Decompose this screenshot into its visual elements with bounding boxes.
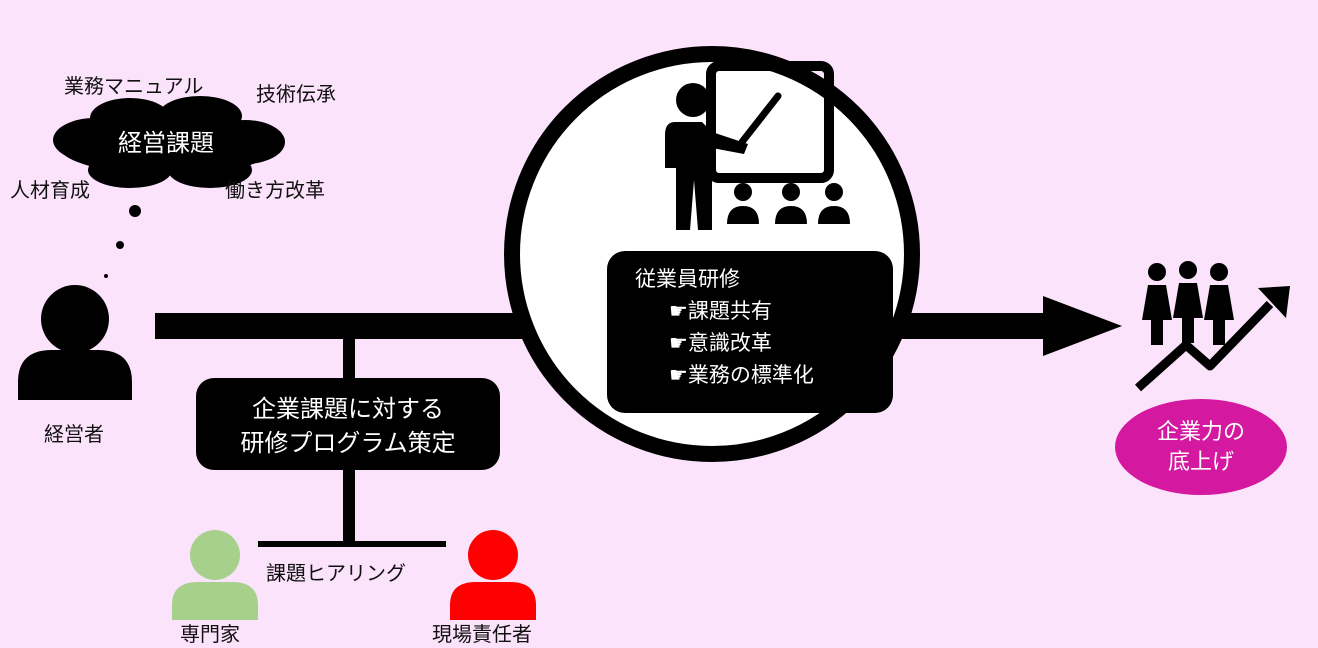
- site-lead-label: 現場責任者: [432, 622, 532, 646]
- manager-label: 経営者: [44, 422, 104, 446]
- cloud-shape: [53, 96, 285, 188]
- growth-people-icon: [1142, 261, 1234, 345]
- topic-manual: 業務マニュアル: [64, 74, 204, 98]
- topic-hr-development: 人材育成: [10, 178, 90, 202]
- thought-dot-small: [104, 274, 108, 278]
- result-badge-text: 企業力の 底上げ: [1115, 418, 1287, 478]
- training-item-standardization: ☛業務の標準化: [669, 363, 814, 387]
- audience-icon: [727, 183, 850, 224]
- result-line-2: 底上げ: [1167, 450, 1234, 475]
- training-item-sharing: ☛課題共有: [669, 299, 772, 323]
- hearing-line: [258, 541, 446, 547]
- site-lead-person-icon: [450, 530, 536, 620]
- topic-skill-transfer: 技術伝承: [256, 82, 336, 106]
- result-badge: [1115, 399, 1287, 495]
- training-title: 従業員研修: [635, 267, 740, 291]
- manager-person-icon: [18, 285, 132, 400]
- thought-dot-medium: [116, 241, 124, 249]
- topic-work-style-reform: 働き方改革: [225, 178, 325, 202]
- training-item-mindset: ☛意識改革: [669, 331, 772, 355]
- presenter-icon: [665, 61, 834, 230]
- hearing-label: 課題ヒアリング: [266, 561, 406, 585]
- planning-box: 企業課題に対する 研修プログラム策定: [196, 378, 500, 470]
- growth-arrow-icon: [1134, 286, 1290, 392]
- expert-label: 専門家: [180, 622, 240, 646]
- thought-dot-large: [129, 205, 141, 217]
- result-line-1: 企業力の: [1156, 420, 1245, 445]
- training-box: 従業員研修 ☛課題共有 ☛意識改革 ☛業務の標準化: [607, 251, 893, 413]
- cloud-title: 経営課題: [118, 129, 214, 157]
- planning-line-2: 研修プログラム策定: [240, 429, 456, 457]
- expert-person-icon: [172, 530, 258, 620]
- flow-arrow-head: [1043, 296, 1122, 356]
- planning-line-1: 企業課題に対する: [252, 395, 444, 423]
